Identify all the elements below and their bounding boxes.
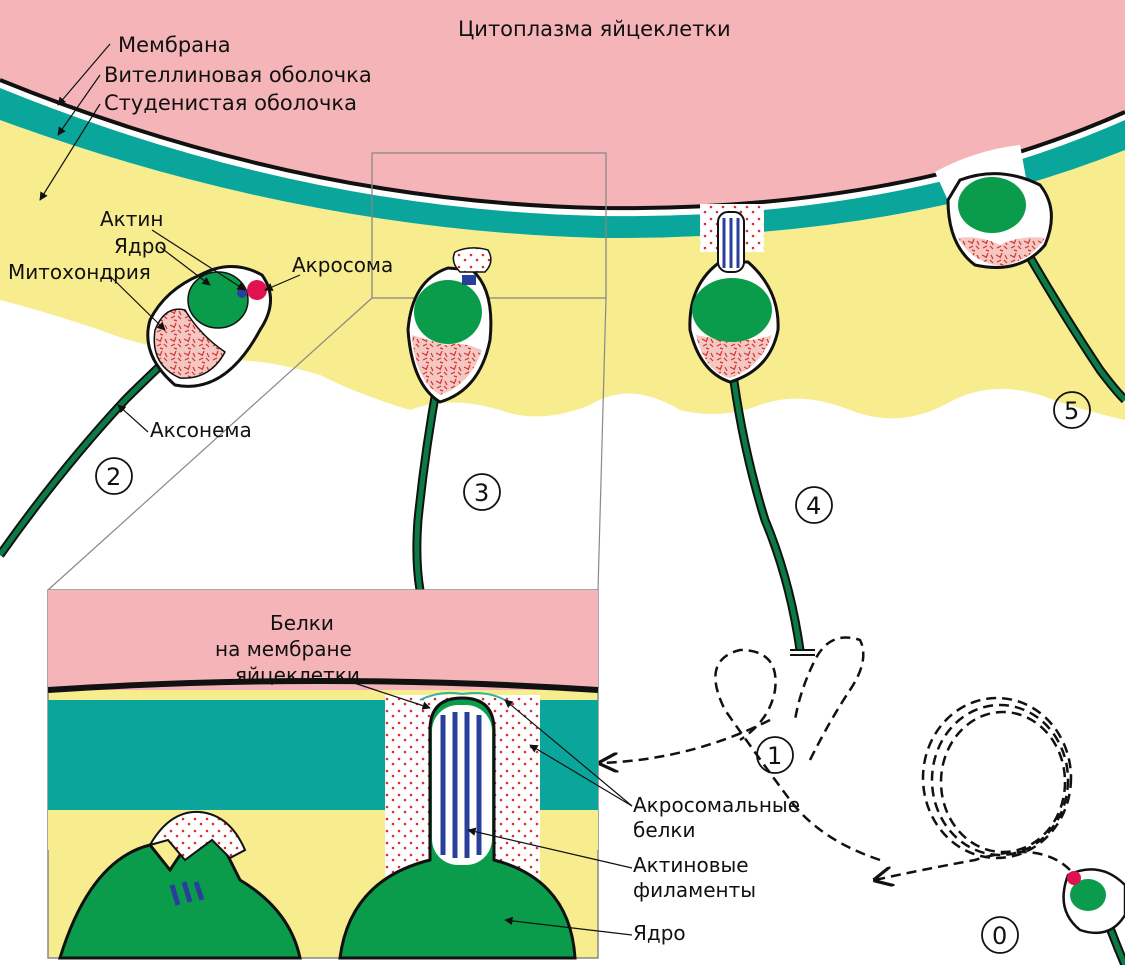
jelly-label: Студенистая оболочка (104, 91, 357, 115)
mitochondria-label: Митохондрия (8, 260, 151, 284)
stage-3-marker: 3 (464, 474, 500, 510)
svg-text:4: 4 (806, 492, 821, 520)
swim-path (600, 638, 1071, 881)
acrosomal-proteins-line1: Акросомальные (633, 793, 800, 817)
svg-text:2: 2 (106, 463, 121, 491)
cytoplasm-label: Цитоплазма яйцеклетки (458, 17, 731, 41)
stage-2-marker: 2 (96, 458, 132, 494)
stage-4-marker: 4 (796, 487, 832, 523)
nucleus-label: Ядро (114, 234, 167, 258)
actin-filaments-line2: филаменты (633, 878, 756, 902)
stage-1-marker: 1 (757, 737, 793, 773)
axoneme-label: Аксонема (150, 418, 252, 442)
stage-5-marker: 5 (1054, 392, 1090, 428)
membrane-proteins-line2: на мембране (215, 637, 352, 661)
svg-text:0: 0 (992, 922, 1007, 950)
actin-label: Актин (100, 207, 164, 231)
acrosomal-proteins-line2: белки (633, 818, 696, 842)
svg-text:1: 1 (767, 742, 782, 770)
vitelline-label: Вителлиновая оболочка (104, 63, 372, 87)
stage-0-marker: 0 (982, 917, 1018, 953)
svg-text:5: 5 (1064, 397, 1079, 425)
inset-nucleus-label: Ядро (633, 921, 686, 945)
sperm-stage-0 (1064, 869, 1125, 965)
membrane-proteins-line1: Белки (270, 611, 334, 635)
sperm-stage-3 (408, 248, 491, 590)
membrane-label: Мембрана (118, 33, 231, 57)
acrosome-label: Акросома (292, 253, 393, 277)
svg-text:3: 3 (474, 479, 489, 507)
membrane-proteins-line3: яйцеклетки (235, 663, 360, 687)
acrosome-dot (247, 280, 267, 300)
actin-filaments-line1: Актиновые (633, 853, 749, 877)
